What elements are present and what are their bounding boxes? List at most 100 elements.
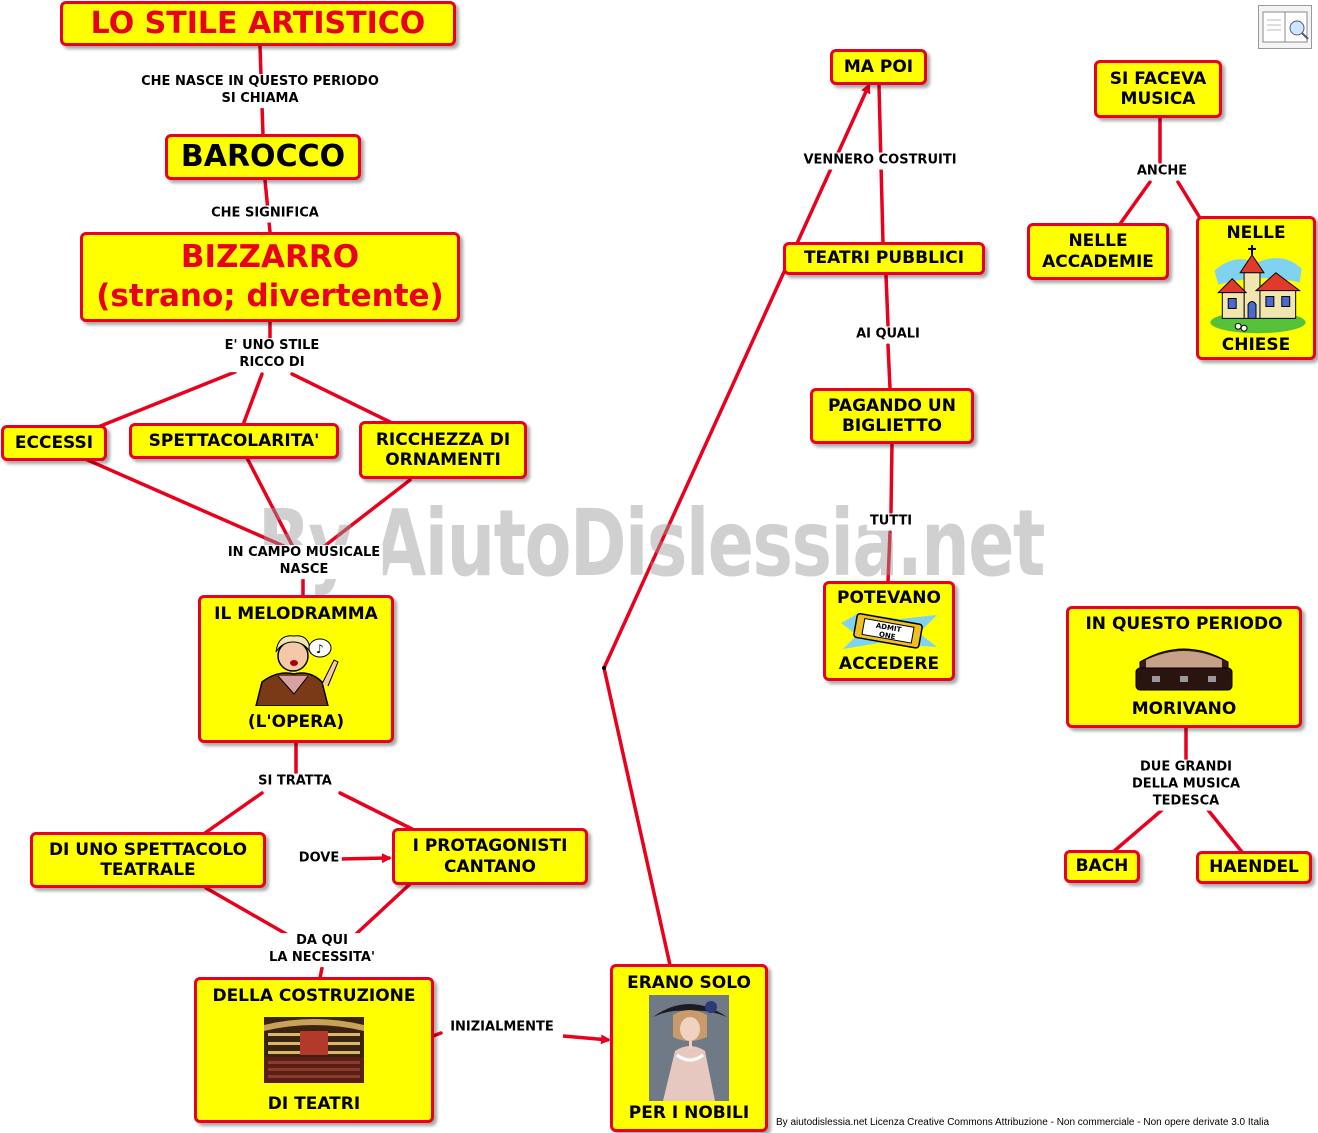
node-teatri-pubblici[interactable]: TEATRI PUBBLICI bbox=[783, 242, 985, 275]
link-label-vennero: VENNERO COSTRUITI bbox=[800, 152, 960, 170]
node-pagando-biglietto[interactable]: PAGANDO UN BIGLIETTO bbox=[810, 388, 974, 444]
node-erano-solo-nobili[interactable]: ERANO SOLO PER I NOBILI bbox=[610, 964, 768, 1132]
node-spettacolarita[interactable]: SPETTACOLARITA' bbox=[129, 423, 339, 459]
node-text-line2: BIGLIETTO bbox=[841, 416, 943, 436]
label-line: DA QUI bbox=[296, 933, 348, 949]
link-label-tutti: TUTTI bbox=[866, 513, 916, 531]
link-ricco-spettacolarita bbox=[241, 372, 264, 427]
label-line: CHE SIGNIFICA bbox=[211, 205, 319, 221]
link-spettacolarita-campo bbox=[245, 456, 294, 547]
node-barocco[interactable]: BAROCCO bbox=[165, 134, 361, 180]
node-text-line1: ERANO SOLO bbox=[627, 973, 751, 993]
node-potevano-accedere[interactable]: POTEVANO ADMIT ONE ACCEDERE bbox=[823, 581, 955, 681]
link-label-campo: IN CAMPO MUSICALE NASCE bbox=[224, 545, 384, 579]
node-eccessi[interactable]: ECCESSI bbox=[1, 425, 107, 461]
node-text-line1: NELLE bbox=[1068, 231, 1128, 252]
link-ricco-ricchezza bbox=[290, 372, 394, 425]
link-aiquali-pagando bbox=[886, 343, 892, 390]
node-haendel[interactable]: HAENDEL bbox=[1196, 851, 1312, 884]
node-text: HAENDEL bbox=[1209, 857, 1299, 878]
node-text-line1: DI UNO SPETTACOLO bbox=[48, 839, 248, 860]
link-ricchezza-campo bbox=[320, 478, 412, 550]
node-nelle-accademie[interactable]: NELLE ACCADEMIE bbox=[1027, 223, 1169, 280]
node-text-line1: PAGANDO UN bbox=[828, 395, 956, 416]
label-line: RICCO DI bbox=[239, 355, 305, 370]
node-melodramma[interactable]: IL MELODRAMMA ♪ (L'OPERA) bbox=[198, 595, 394, 743]
link-label-anche: ANCHE bbox=[1133, 163, 1191, 181]
link-tutti-potevano bbox=[886, 530, 892, 584]
coffin-icon bbox=[1135, 648, 1233, 690]
label-line: DELLA MUSICA bbox=[1131, 776, 1241, 792]
link-label-nasce: CHE NASCE IN QUESTO PERIODO SI CHIAMA bbox=[138, 74, 382, 108]
theatre-hall-icon bbox=[264, 1017, 364, 1083]
node-text-line2: ACCADEMIE bbox=[1042, 251, 1154, 272]
link-label-daqui: DA QUI LA NECESSITA' bbox=[266, 933, 378, 967]
link-anche-accademie bbox=[1118, 180, 1152, 226]
node-protagonisti-cantano[interactable]: I PROTAGONISTI CANTANO bbox=[392, 828, 588, 885]
node-si-faceva-musica[interactable]: SI FACEVA MUSICA bbox=[1094, 60, 1222, 118]
node-text-line1: IN QUESTO PERIODO bbox=[1085, 614, 1283, 634]
link-grandi-bach bbox=[1111, 808, 1164, 854]
link-daqui-costruzione bbox=[318, 966, 324, 980]
label-line: INIZIALMENTE bbox=[450, 1019, 554, 1035]
svg-text:♪: ♪ bbox=[316, 642, 324, 656]
node-bizzarro[interactable]: BIZZARRO (strano; divertente) bbox=[80, 232, 460, 322]
node-costruzione-teatri[interactable]: DELLA COSTRUZIONE DI TEATRI bbox=[194, 977, 434, 1123]
node-ricchezza-ornamenti[interactable]: RICCHEZZA DI ORNAMENTI bbox=[359, 421, 527, 479]
link-grandi-haendel bbox=[1206, 808, 1244, 854]
link-label-grandi: DUE GRANDI DELLA MUSICA TEDESCA bbox=[1128, 759, 1244, 811]
node-text: ECCESSI bbox=[14, 432, 94, 453]
node-text-line1: POTEVANO bbox=[837, 588, 941, 608]
node-text: BAROCCO bbox=[180, 139, 346, 174]
link-spettacolo-daqui bbox=[204, 886, 290, 937]
node-text-line2: ACCEDERE bbox=[838, 653, 940, 674]
junction-dot bbox=[602, 666, 606, 670]
node-in-questo-periodo[interactable]: IN QUESTO PERIODO MORIVANO bbox=[1066, 606, 1302, 728]
label-line: SI CHIAMA bbox=[221, 91, 299, 106]
node-ma-poi[interactable]: MA POI bbox=[830, 49, 927, 85]
link-protagonisti-daqui bbox=[353, 882, 412, 937]
node-text-line2: TEATRALE bbox=[100, 860, 196, 880]
church-icon bbox=[1210, 245, 1306, 334]
label-line: LA NECESSITA' bbox=[269, 950, 375, 965]
node-text-line2: DI TEATRI bbox=[267, 1093, 361, 1114]
node-text-line1: DELLA COSTRUZIONE bbox=[212, 986, 416, 1006]
node-text: SPETTACOLARITA' bbox=[148, 430, 320, 451]
svg-text:ONE: ONE bbox=[878, 630, 896, 641]
link-nobili-mapoi-lower bbox=[602, 666, 672, 967]
node-text-line1: RICCHEZZA DI bbox=[375, 429, 511, 450]
link-pagando-tutti bbox=[889, 442, 894, 514]
link-label-ricco: E' UNO STILE RICCO DI bbox=[221, 338, 323, 372]
node-text-line1: IL MELODRAMMA bbox=[214, 604, 378, 624]
node-text: LO STILE ARTISTICO bbox=[90, 5, 426, 41]
node-text: MA POI bbox=[843, 56, 914, 77]
label-line: SI TRATTA bbox=[258, 773, 332, 789]
node-text: TEATRI PUBBLICI bbox=[803, 248, 965, 269]
link-label-tratta: SI TRATTA bbox=[255, 773, 335, 791]
arrow-dove-protagonisti bbox=[339, 853, 392, 864]
node-nelle-chiese[interactable]: NELLE CHIESE bbox=[1196, 216, 1316, 360]
link-costruzione-inizialmente bbox=[431, 1031, 443, 1038]
node-text-line2: MUSICA bbox=[1120, 89, 1196, 109]
link-anche-chiese bbox=[1176, 180, 1202, 220]
label-line: VENNERO COSTRUITI bbox=[803, 152, 957, 168]
arrow-teatri-mapoi bbox=[602, 83, 871, 669]
node-text-line1: BIZZARRO bbox=[180, 239, 360, 276]
link-eccessi-campo bbox=[81, 456, 290, 550]
node-spettacolo-teatrale[interactable]: DI UNO SPETTACOLO TEATRALE bbox=[30, 832, 266, 888]
label-line: TUTTI bbox=[869, 513, 913, 529]
noble-lady-portrait-icon bbox=[649, 995, 729, 1101]
label-line: DOVE bbox=[298, 850, 340, 866]
label-line: TEDESCA bbox=[1152, 793, 1220, 809]
node-text-line2: PER I NOBILI bbox=[628, 1102, 750, 1123]
node-bach[interactable]: BACH bbox=[1064, 850, 1140, 883]
label-line: E' UNO STILE bbox=[224, 338, 320, 354]
node-stile-artistico[interactable]: LO STILE ARTISTICO bbox=[60, 1, 456, 46]
label-line: DUE GRANDI bbox=[1139, 759, 1232, 775]
link-label-dove: DOVE bbox=[295, 850, 343, 868]
link-label-significa: CHE SIGNIFICA bbox=[208, 205, 322, 223]
node-text-line2: (strano; divertente) bbox=[96, 278, 444, 314]
node-text-line2: CANTANO bbox=[444, 856, 536, 877]
logo-icon bbox=[1258, 5, 1312, 49]
label-line: CHE NASCE IN QUESTO PERIODO bbox=[141, 74, 379, 90]
